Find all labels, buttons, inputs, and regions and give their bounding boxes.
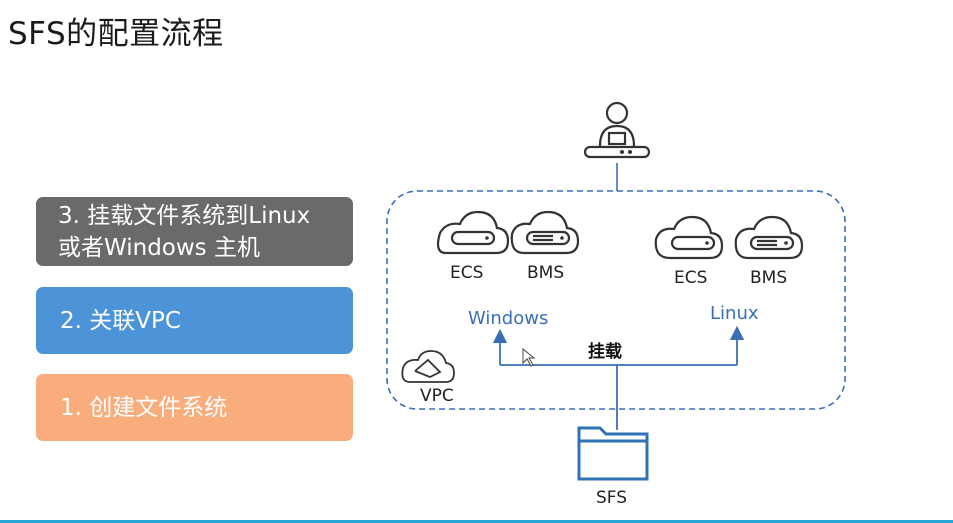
step-1-box: 1. 创建文件系统 [36,374,353,441]
bottom-accent-bar [0,520,953,523]
step-3-box: 3. 挂载文件系统到Linux 或者Windows 主机 [36,197,353,266]
step-2-label: 2. 关联VPC [60,307,181,334]
mouse-cursor-icon [522,347,536,367]
cloud-server-icon-bms-left [510,210,580,255]
vpc-label: VPC [420,386,454,406]
step-2-box: 2. 关联VPC [36,287,353,354]
step-3-line-2: 或者Windows 主机 [58,234,260,261]
folder-icon [577,426,649,481]
os-label-linux: Linux [710,303,759,324]
cloud-server-icon-bms-right [734,215,804,260]
bms-label-left: BMS [527,263,565,283]
vpc-boundary [386,190,846,410]
step-3-line-1: 3. 挂载文件系统到Linux [58,202,311,229]
page-title: SFS的配置流程 [8,16,224,52]
ecs-label-left: ECS [450,263,484,283]
user-at-desk-icon [583,101,651,159]
cloud-server-icon-ecs-left [436,210,510,255]
mount-label: 挂载 [588,342,622,362]
bms-label-right: BMS [750,268,788,288]
cloud-server-icon-ecs-right [654,215,724,260]
vpc-cloud-icon [401,350,455,383]
sfs-label: SFS [596,488,628,508]
ecs-label-right: ECS [674,268,708,288]
step-1-label: 1. 创建文件系统 [60,394,228,421]
os-label-windows: Windows [468,308,549,329]
